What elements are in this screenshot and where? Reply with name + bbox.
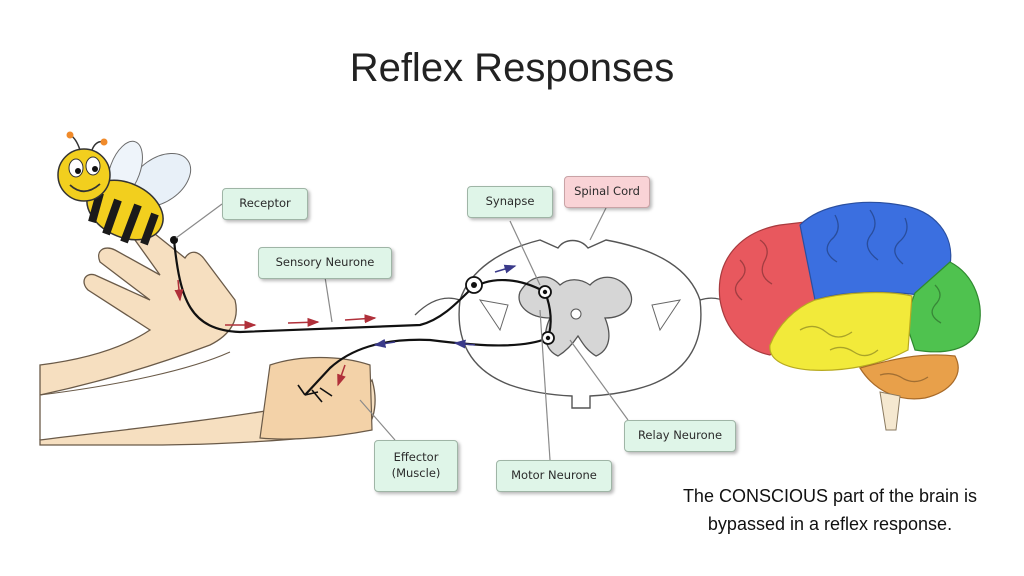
effector-label-line2: (Muscle) <box>391 466 441 480</box>
motor-neurone-label: Motor Neurone <box>496 460 612 492</box>
receptor-label: Receptor <box>222 188 308 220</box>
brain-icon <box>718 201 981 431</box>
caption-line1: The CONSCIOUS part of the brain is <box>682 486 978 506</box>
sensory-neurone-label: Sensory Neurone <box>258 247 392 279</box>
bee-icon <box>57 131 192 246</box>
neurone-pathways <box>170 236 555 403</box>
spinal-cord-label: Spinal Cord <box>564 176 650 208</box>
effector-label-line1: Effector <box>393 450 439 465</box>
caption-note: The CONSCIOUS part of the brain is bypas… <box>640 482 1020 538</box>
leader-lines <box>175 203 629 461</box>
page-title: Reflex Responses <box>349 46 675 90</box>
effector-label: Effector (Muscle) <box>374 440 458 492</box>
spinal-cord-cross-section-icon <box>414 239 746 409</box>
caption-line2: bypassed in a reflex response. <box>707 514 953 534</box>
synapse-label: Synapse <box>467 186 553 218</box>
relay-neurone-label: Relay Neurone <box>624 420 736 452</box>
